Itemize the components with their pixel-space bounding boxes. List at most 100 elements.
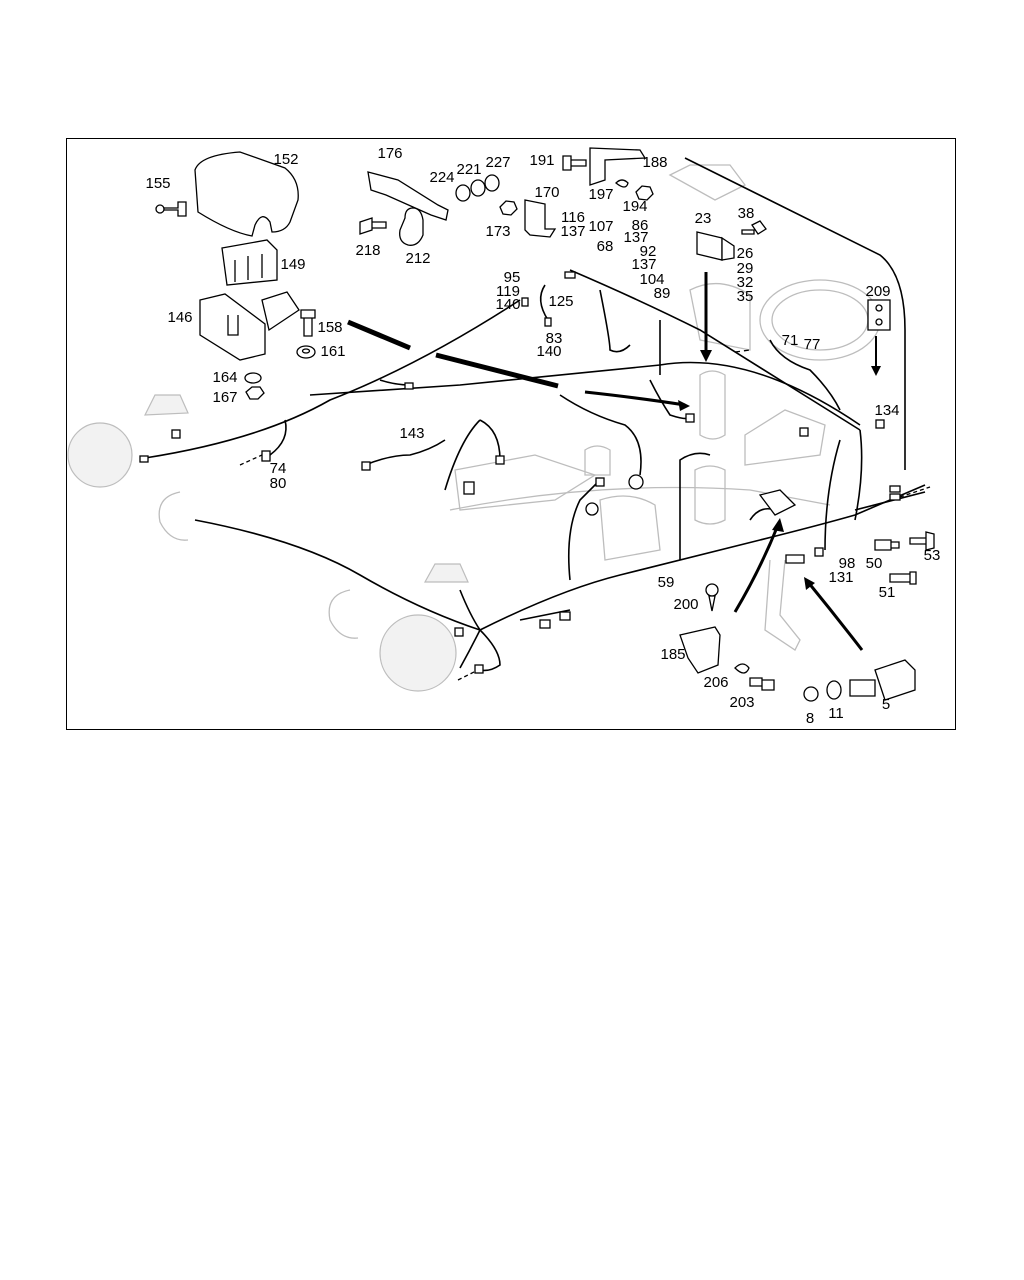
part-number-83: 83 [546, 330, 563, 347]
bracket-176 [367, 171, 449, 221]
lock-washer-8 [803, 686, 819, 702]
nut-167 [245, 386, 265, 400]
part-number-227: 227 [485, 154, 510, 171]
branch-engine-mid [479, 419, 501, 461]
connector-plug [539, 619, 551, 629]
part-number-35: 35 [737, 288, 754, 305]
cover-152 [194, 151, 299, 237]
plate-209-hole [875, 318, 883, 326]
grommet-161-hole [301, 348, 311, 354]
branch-sensor [559, 394, 642, 476]
part-number-5: 5 [882, 696, 890, 713]
plate-209 [867, 299, 891, 331]
nut-11 [826, 680, 842, 700]
part-number-221: 221 [456, 161, 481, 178]
harness-cabin-loop [684, 157, 906, 470]
branch-washer [679, 452, 711, 560]
part-number-107: 107 [588, 218, 613, 235]
switch-5-body [849, 679, 876, 697]
branch-74 [269, 419, 287, 456]
plate-209-hole [875, 304, 883, 312]
washer-221b [470, 179, 486, 197]
part-number-188: 188 [642, 154, 667, 171]
part-number-194: 194 [622, 198, 647, 215]
harness-right-drop [854, 429, 863, 521]
bolt-218 [359, 217, 387, 235]
part-number-191: 191 [529, 152, 554, 169]
bracket-188 [589, 147, 647, 186]
engine-block-outline [454, 454, 597, 511]
arrow-from-185 [733, 524, 780, 613]
connector-plug [404, 382, 414, 390]
connector-plug [889, 485, 901, 493]
connector-plug [889, 493, 901, 501]
part-number-176: 176 [377, 145, 402, 162]
right-horn-outline [328, 589, 359, 639]
part-number-29: 29 [737, 260, 754, 277]
switch-98 [785, 554, 805, 564]
part-number-92: 92 [640, 243, 657, 260]
part-number-23: 23 [695, 210, 712, 227]
part-number-203: 203 [729, 694, 754, 711]
connector-plug [139, 455, 149, 463]
part-number-137a: 137 [560, 223, 585, 240]
branch-right-lamp [479, 629, 501, 672]
part-number-119: 119 [496, 283, 520, 300]
part-number-131: 131 [828, 569, 853, 586]
part-number-137b: 137 [623, 229, 648, 246]
connector-plug [799, 427, 809, 437]
part-number-161: 161 [320, 343, 345, 360]
fuse-box-outline [744, 409, 826, 466]
left-horn-outline [158, 491, 189, 541]
part-number-50: 50 [866, 555, 883, 572]
part-number-134: 134 [874, 402, 899, 419]
relay-23-side [721, 236, 735, 261]
bold-cable-segment [347, 319, 411, 351]
washer-227 [484, 174, 500, 192]
sensor-outline [584, 445, 611, 476]
part-number-209: 209 [865, 283, 890, 300]
branch-airbox [567, 479, 601, 581]
part-number-152: 152 [273, 151, 298, 168]
bracket-146-tab [261, 291, 300, 332]
part-number-167: 167 [212, 389, 237, 406]
harness-left-front [144, 299, 521, 459]
left-indicator-outline [144, 394, 189, 416]
bracket-185 [679, 626, 721, 674]
bold-cable-segment [435, 352, 559, 389]
branch-83 [539, 284, 549, 321]
part-number-116: 116 [561, 209, 585, 226]
part-number-86: 86 [632, 217, 649, 234]
part-number-104: 104 [639, 271, 664, 288]
bolt-158 [300, 309, 316, 337]
part-number-59: 59 [658, 574, 675, 591]
connector-plug [595, 477, 605, 487]
part-number-68: 68 [597, 238, 614, 255]
part-number-149: 149 [280, 256, 305, 273]
part-number-143: 143 [399, 425, 424, 442]
bolt-203 [749, 677, 775, 691]
wiring-harness [139, 157, 931, 681]
harness-upper-right [569, 269, 861, 431]
pedal-switch [758, 489, 797, 516]
branch-connector-right [519, 609, 571, 621]
sensor-50 [874, 539, 900, 551]
part-number-173: 173 [485, 223, 510, 240]
leader-dash [734, 349, 751, 353]
connector-plug [495, 455, 505, 465]
push-pin-155 [159, 201, 187, 217]
harness-lower-cross [479, 514, 856, 631]
arrow-head [772, 518, 784, 532]
part-number-80: 80 [270, 475, 287, 492]
part-number-11: 11 [828, 705, 844, 722]
connector-plug [361, 461, 371, 471]
bolt-191 [562, 155, 587, 171]
screw-200-shank [708, 595, 716, 612]
air-box-outline [599, 495, 661, 561]
branch-98 [824, 439, 841, 551]
part-number-32: 32 [737, 274, 754, 291]
leader-right-lamp [457, 669, 479, 681]
arrow-head [700, 350, 712, 362]
